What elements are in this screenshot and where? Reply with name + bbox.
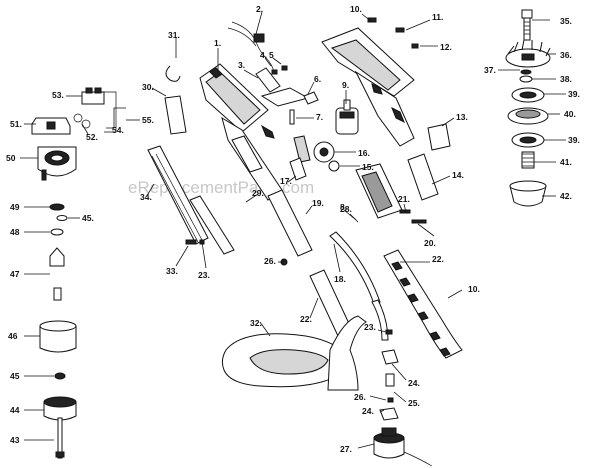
callout-14: 14. bbox=[452, 170, 464, 180]
callout-29: 29. bbox=[252, 188, 264, 198]
part-48-washer bbox=[50, 228, 64, 236]
callout-7: 7. bbox=[316, 112, 323, 122]
leader-lines bbox=[20, 11, 566, 449]
callout-35: 35. bbox=[560, 16, 572, 26]
callout-28: 28. bbox=[340, 204, 352, 214]
callout-26-lower: 26. bbox=[354, 392, 366, 402]
callout-22-right: 22. bbox=[432, 254, 444, 264]
part-6-trigger bbox=[303, 91, 319, 105]
callout-13: 13. bbox=[456, 112, 468, 122]
callout-39-upper: 39. bbox=[568, 89, 580, 99]
callout-42: 42. bbox=[560, 191, 572, 201]
callout-39-lower: 39. bbox=[568, 135, 580, 145]
callout-9: 9. bbox=[342, 80, 349, 90]
callout-6: 6. bbox=[314, 74, 321, 84]
callout-30: 30. bbox=[142, 82, 154, 92]
callout-54: 54. bbox=[112, 125, 124, 135]
part-18-shaft bbox=[329, 231, 381, 305]
callout-38: 38. bbox=[560, 74, 572, 84]
part-3-switch bbox=[255, 67, 281, 93]
callout-10-right: 10. bbox=[468, 284, 480, 294]
callout-34: 34. bbox=[140, 192, 152, 202]
callout-55: 55. bbox=[142, 115, 154, 125]
callout-17: 17. bbox=[280, 176, 292, 186]
part-30-label bbox=[164, 95, 187, 135]
callout-10-top: 10. bbox=[350, 4, 362, 14]
callout-15: 15. bbox=[362, 162, 374, 172]
callout-45-lower: 45 bbox=[10, 371, 20, 381]
callout-18: 18. bbox=[334, 274, 346, 284]
part-9-motor bbox=[335, 99, 359, 135]
motor-assembly-left bbox=[31, 87, 105, 459]
callout-25: 25. bbox=[408, 398, 420, 408]
part-19-tube bbox=[267, 189, 313, 257]
callout-53: 53. bbox=[52, 90, 64, 100]
part-17-clamp bbox=[289, 157, 307, 181]
part-15-washer bbox=[328, 160, 340, 172]
part-43-shaft bbox=[57, 417, 63, 459]
callout-8: 8. bbox=[340, 202, 347, 212]
callout-5: 5 bbox=[269, 50, 274, 60]
callout-32: 32. bbox=[250, 318, 262, 328]
callout-24-upper: 24. bbox=[408, 378, 420, 388]
part-27-spool-housing bbox=[373, 427, 405, 459]
callout-23-left: 23. bbox=[198, 270, 210, 280]
callout-50: 50 bbox=[6, 153, 16, 163]
callout-51: 51. bbox=[10, 119, 22, 129]
part-47-bushing bbox=[49, 247, 65, 267]
part-7-screw bbox=[289, 109, 295, 125]
callout-44: 44 bbox=[10, 405, 20, 415]
part-10-handle-half bbox=[321, 27, 415, 147]
callout-48: 48 bbox=[10, 227, 20, 237]
part-13-label bbox=[427, 123, 451, 151]
callout-49: 49 bbox=[10, 202, 20, 212]
callout-31: 31. bbox=[168, 30, 180, 40]
callout-41: 41. bbox=[560, 157, 572, 167]
shaft-tubes bbox=[231, 135, 389, 341]
part-24-nut bbox=[381, 349, 399, 365]
callout-37: 37. bbox=[484, 65, 496, 75]
callout-33: 33. bbox=[166, 266, 178, 276]
part-53-brush-holder bbox=[81, 91, 105, 105]
callout-27: 27. bbox=[340, 444, 352, 454]
part-14-label bbox=[407, 153, 439, 201]
callout-21: 21. bbox=[398, 194, 410, 204]
callout-45-upper: 45. bbox=[82, 213, 94, 223]
callout-12: 12. bbox=[440, 42, 452, 52]
callout-52: 52. bbox=[86, 132, 98, 142]
part-49-washer bbox=[49, 203, 65, 211]
callout-11: 11. bbox=[432, 12, 443, 22]
part-32-guard bbox=[221, 315, 367, 391]
callout-labels: 1. 2. 3. 4. 5 6. 7. 8. 9. 10. 10. 11. 12… bbox=[6, 4, 580, 454]
callout-2: 2. bbox=[256, 4, 263, 14]
callout-23-lower: 23. bbox=[364, 322, 376, 332]
part-2-cord bbox=[231, 21, 275, 73]
part-46-magnet-ring bbox=[39, 325, 77, 353]
callout-36: 36. bbox=[560, 50, 572, 60]
callout-22-left: 22. bbox=[300, 314, 312, 324]
part-29-label bbox=[189, 195, 235, 255]
callout-46: 46 bbox=[8, 331, 18, 341]
callout-20: 20. bbox=[424, 238, 436, 248]
callout-40: 40. bbox=[564, 109, 576, 119]
callout-1: 1. bbox=[214, 38, 221, 48]
callout-16: 16. bbox=[358, 148, 370, 158]
callout-19: 19. bbox=[312, 198, 324, 208]
callout-43: 43 bbox=[10, 435, 20, 445]
callout-3: 3. bbox=[238, 60, 245, 70]
callout-26-upper: 26. bbox=[264, 256, 276, 266]
spool-assembly-right bbox=[505, 9, 551, 207]
callout-4: 4. bbox=[260, 50, 267, 60]
callout-24-lower: 24. bbox=[362, 406, 374, 416]
part-31-clip bbox=[165, 65, 181, 82]
callout-47: 47 bbox=[10, 269, 20, 279]
